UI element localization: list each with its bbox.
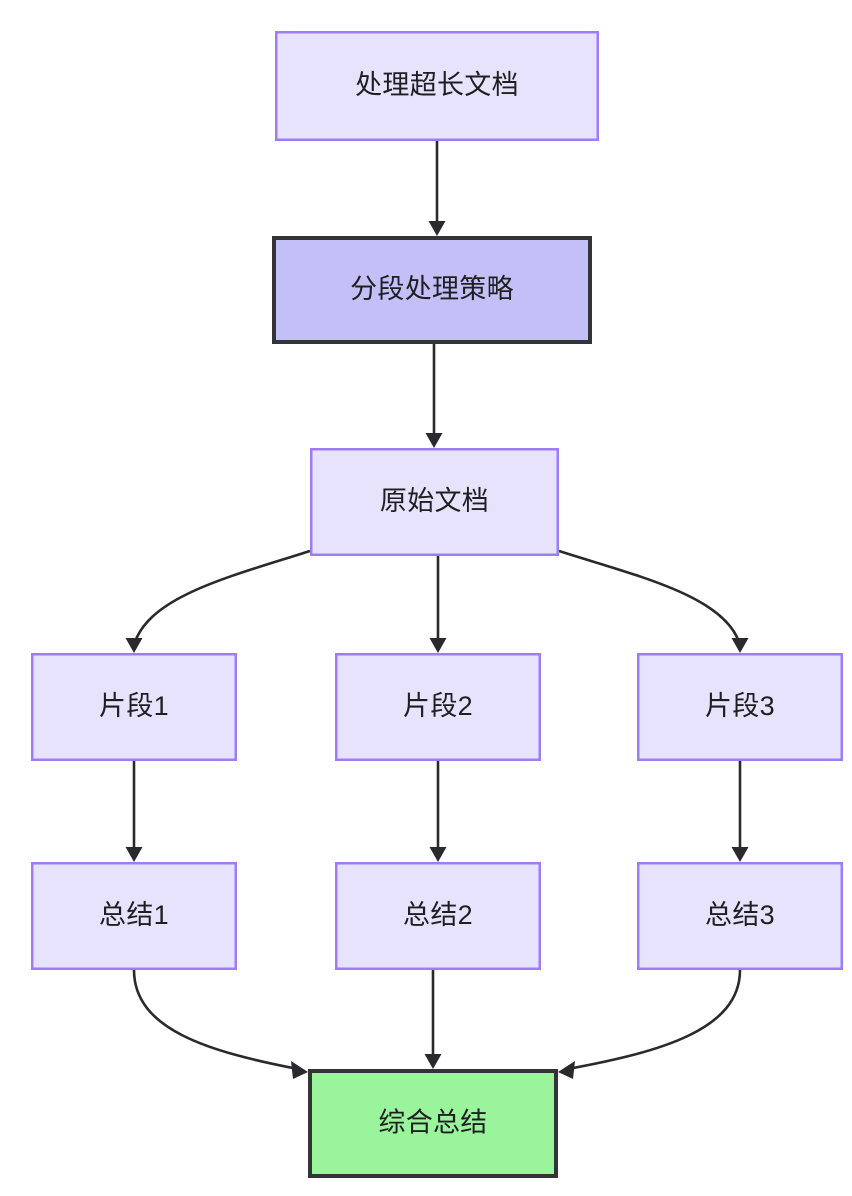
node-fragment-1-box[interactable] bbox=[31, 653, 237, 761]
node-final-summary-box[interactable] bbox=[308, 1069, 558, 1178]
edge-fragment-2-to-summary-2 bbox=[429, 761, 447, 862]
node-final-summary-label: 综合总结 bbox=[378, 1108, 487, 1138]
edge-summary-3-to-final-arrowhead-icon bbox=[558, 1061, 575, 1079]
edge-source-to-fragment-3-arrowhead-icon bbox=[731, 638, 749, 653]
edge-summary-3-to-final-line bbox=[567, 969, 742, 1071]
edge-fragment-2-to-summary-2-arrowhead-icon bbox=[429, 847, 447, 862]
node-summary-2-label: 总结2 bbox=[403, 900, 473, 930]
edge-source-to-fragment-2 bbox=[429, 556, 447, 653]
edge-summary-1-to-final-arrowhead-icon bbox=[291, 1061, 308, 1079]
node-summary-2[interactable]: 总结2 bbox=[335, 862, 541, 970]
edge-strategy-to-source-arrowhead-icon bbox=[425, 433, 443, 448]
node-summary-3[interactable]: 总结3 bbox=[637, 862, 843, 970]
node-summary-3-box[interactable] bbox=[637, 862, 843, 970]
node-summary-2-box[interactable] bbox=[335, 862, 541, 970]
node-summary-1-box[interactable] bbox=[31, 862, 237, 970]
edge-fragment-3-to-summary-3-arrowhead-icon bbox=[731, 847, 749, 862]
node-summary-3-label: 总结3 bbox=[705, 900, 775, 930]
edge-fragment-1-to-summary-1 bbox=[125, 761, 143, 862]
node-chunking-strategy-label: 分段处理策略 bbox=[350, 274, 514, 304]
edge-summary-2-to-final-arrowhead-icon bbox=[424, 1054, 442, 1069]
edge-source-to-fragment-3 bbox=[558, 549, 749, 653]
node-fragment-3-label: 片段3 bbox=[705, 691, 775, 721]
edge-source-to-fragment-1 bbox=[125, 549, 311, 653]
edge-source-to-fragment-1-arrowhead-icon bbox=[125, 638, 143, 653]
node-summary-1-label: 总结1 bbox=[99, 900, 169, 930]
edge-summary-1-to-final bbox=[132, 969, 308, 1079]
node-source-document-label: 原始文档 bbox=[380, 486, 489, 516]
node-fragment-2-box[interactable] bbox=[335, 653, 541, 761]
edge-source-to-fragment-1-line bbox=[132, 549, 311, 646]
node-source-document[interactable]: 原始文档 bbox=[310, 448, 559, 556]
node-fragment-3-box[interactable] bbox=[637, 653, 843, 761]
node-process-long-document-label: 处理超长文档 bbox=[355, 70, 519, 100]
edge-process-to-strategy-arrowhead-icon bbox=[428, 221, 446, 236]
node-fragment-1[interactable]: 片段1 bbox=[31, 653, 237, 761]
edges-layer bbox=[125, 141, 749, 1079]
node-final-summary[interactable]: 综合总结 bbox=[308, 1069, 558, 1178]
node-summary-1[interactable]: 总结1 bbox=[31, 862, 237, 970]
node-fragment-1-label: 片段1 bbox=[99, 691, 169, 721]
node-process-long-document[interactable]: 处理超长文档 bbox=[275, 31, 599, 141]
edge-fragment-3-to-summary-3 bbox=[731, 761, 749, 862]
edge-summary-1-to-final-line bbox=[132, 969, 299, 1071]
edge-summary-3-to-final bbox=[558, 969, 742, 1079]
edge-process-to-strategy bbox=[428, 141, 446, 236]
edge-fragment-1-to-summary-1-arrowhead-icon bbox=[125, 847, 143, 862]
edge-source-to-fragment-3-line bbox=[558, 549, 742, 646]
node-process-long-document-box[interactable] bbox=[275, 31, 599, 141]
node-fragment-2[interactable]: 片段2 bbox=[335, 653, 541, 761]
edge-source-to-fragment-2-arrowhead-icon bbox=[429, 638, 447, 653]
edge-strategy-to-source bbox=[425, 344, 443, 448]
edge-summary-2-to-final bbox=[424, 970, 442, 1069]
node-fragment-2-label: 片段2 bbox=[403, 691, 473, 721]
node-chunking-strategy[interactable]: 分段处理策略 bbox=[272, 236, 592, 344]
node-source-document-box[interactable] bbox=[310, 448, 559, 556]
node-chunking-strategy-box[interactable] bbox=[272, 236, 592, 344]
node-fragment-3[interactable]: 片段3 bbox=[637, 653, 843, 761]
